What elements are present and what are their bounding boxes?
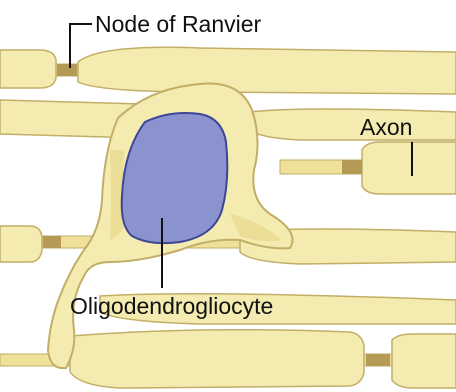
- myelin-segment: [78, 47, 456, 94]
- myelin-segment: [0, 226, 42, 262]
- node-of-ranvier-label: Node of Ranvier: [95, 11, 262, 37]
- node-band: [57, 64, 77, 76]
- myelin-segment: [392, 334, 456, 388]
- myelin-segment: [0, 50, 56, 88]
- axon-label: Axon: [360, 114, 412, 140]
- node-band: [366, 354, 390, 366]
- node-band: [342, 160, 362, 174]
- myelin-segment: [70, 330, 364, 388]
- myelin-segment: [362, 142, 456, 194]
- node-band: [43, 236, 61, 248]
- myelin-segment: [250, 109, 456, 140]
- oligodendrogliocyte-label: Oligodendrogliocyte: [70, 293, 273, 319]
- nucleus: [122, 113, 228, 243]
